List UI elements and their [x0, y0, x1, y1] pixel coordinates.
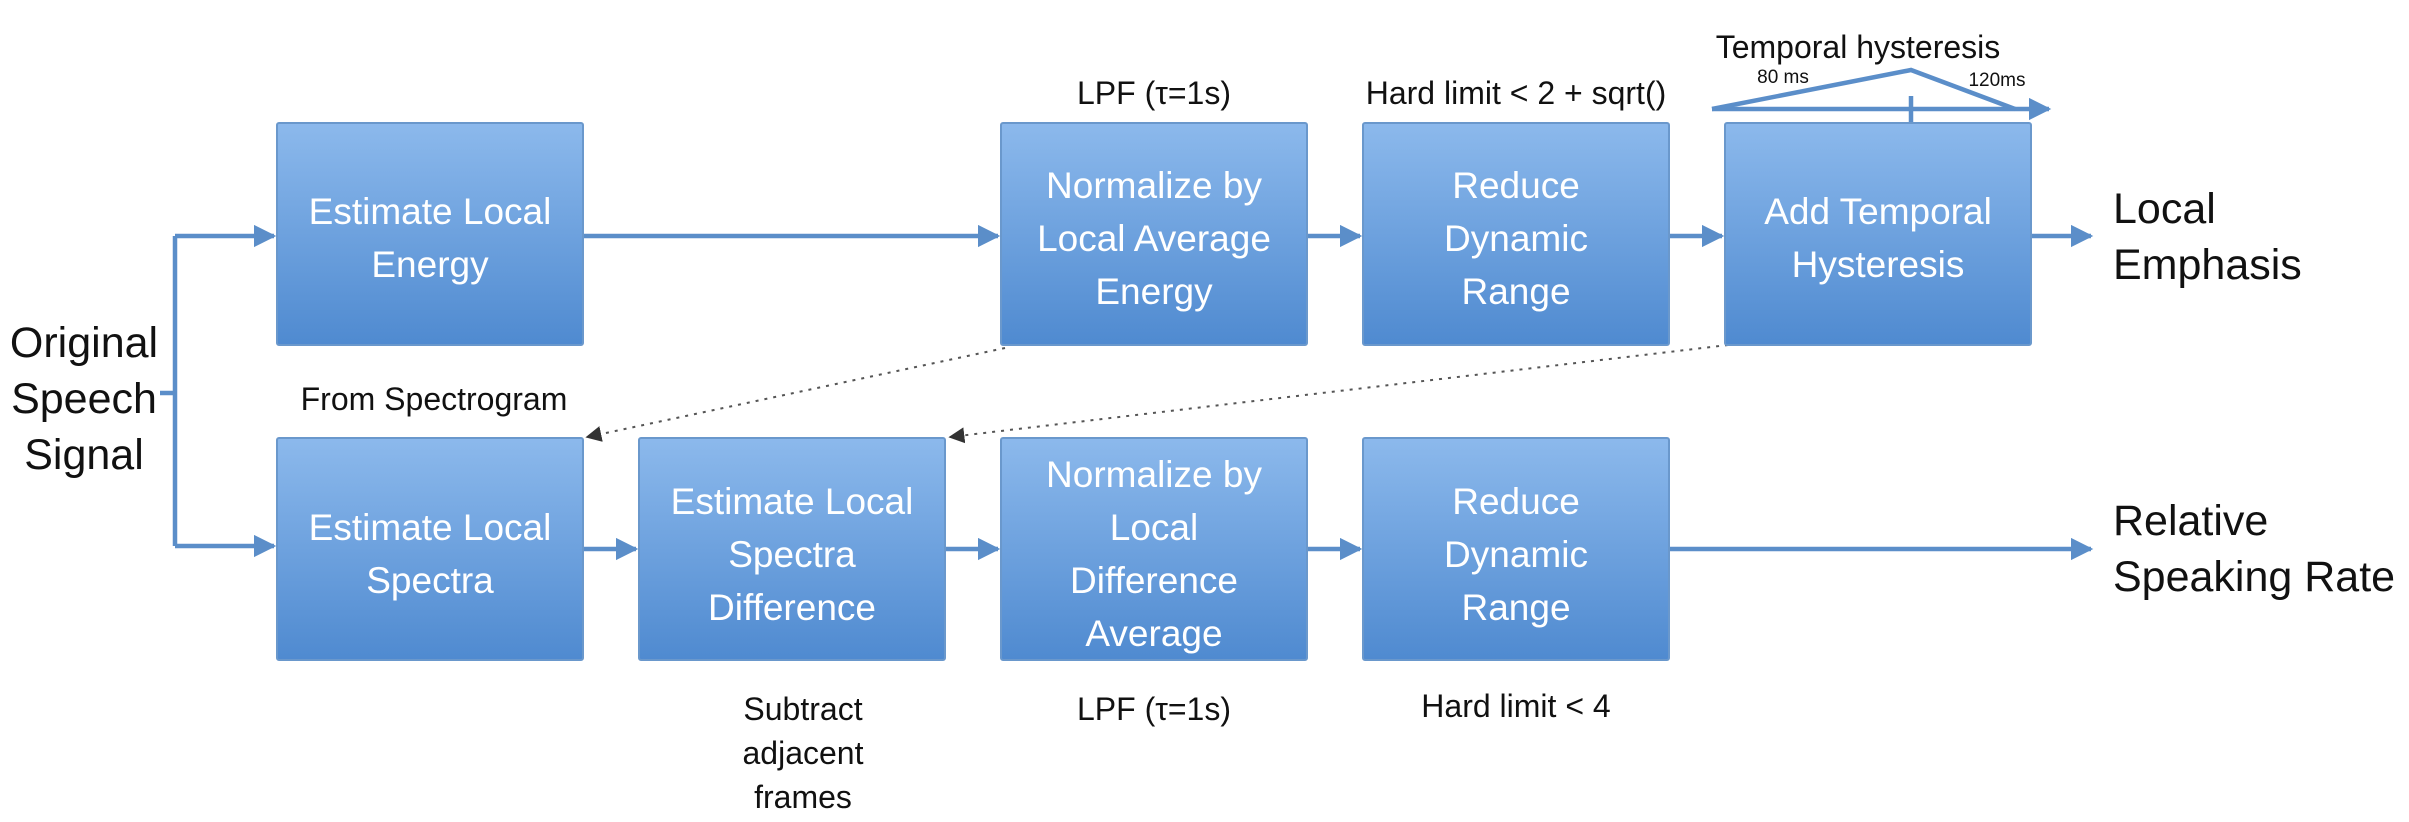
box-line: Local Average: [1037, 218, 1271, 259]
box-reduce-dynamic-range-top: Reduce Dynamic Range: [1362, 122, 1670, 346]
box-line: Spectra: [366, 560, 494, 601]
output-label-line: Relative: [2113, 497, 2268, 545]
box-line: Local: [1110, 507, 1198, 548]
box-add-temporal-hysteresis: Add Temporal Hysteresis: [1724, 122, 2032, 346]
output-label-line: Emphasis: [2113, 241, 2302, 289]
box-line: Estimate Local: [309, 507, 552, 548]
annotation-120ms: 120ms: [1968, 70, 2025, 91]
box-estimate-spectra-difference: Estimate Local Spectra Difference: [638, 437, 946, 661]
annotation-hard-limit-top: Hard limit < 2 + sqrt(): [1366, 75, 1667, 111]
box-normalize-local-difference-average: Normalize by Local Difference Average: [1000, 437, 1308, 661]
dotted-arrow-normalize-to-spectra: [585, 347, 1006, 442]
box-line: Reduce: [1452, 481, 1580, 522]
annotation-subtract-line: adjacent: [743, 735, 864, 771]
dotted-arrow-hysteresis-to-difference: [948, 344, 1729, 444]
box-normalize-local-average-energy: Normalize by Local Average Energy: [1000, 122, 1308, 346]
box-line: Average: [1085, 613, 1222, 654]
box-line: Add Temporal: [1764, 191, 1992, 232]
annotation-subtract-line: frames: [754, 779, 852, 815]
annotation-hard-limit-bottom: Hard limit < 4: [1421, 688, 1610, 724]
annotation-from-spectrogram: From Spectrogram: [301, 381, 568, 417]
input-label: Original Speech Signal: [10, 319, 158, 479]
input-label-line: Signal: [24, 431, 144, 479]
box-reduce-dynamic-range-bottom: Reduce Dynamic Range: [1362, 437, 1670, 661]
box-line: Dynamic: [1444, 218, 1588, 259]
temporal-hysteresis-sketch: [1711, 67, 2052, 122]
annotation-80ms: 80 ms: [1757, 67, 1809, 88]
box-estimate-local-energy: Estimate Local Energy: [276, 122, 584, 346]
box-line: Energy: [371, 244, 489, 285]
annotation-temporal-hysteresis: Temporal hysteresis: [1716, 29, 2001, 65]
box-line: Difference: [708, 587, 876, 628]
annotation-subtract-line: Subtract: [743, 691, 862, 727]
output-relative-speaking-rate: Relative Speaking Rate: [2113, 497, 2395, 601]
box-line: Range: [1461, 271, 1570, 312]
box-line: Spectra: [728, 534, 856, 575]
box-line: Estimate Local: [671, 481, 914, 522]
hysteresis-triangle: [1711, 67, 2016, 112]
box-line: Difference: [1070, 560, 1238, 601]
input-label-line: Speech: [11, 375, 157, 423]
box-line: Range: [1461, 587, 1570, 628]
output-label-line: Local: [2113, 185, 2216, 233]
box-line: Dynamic: [1444, 534, 1588, 575]
box-line: Energy: [1095, 271, 1213, 312]
output-label-line: Speaking Rate: [2113, 553, 2395, 601]
box-line: Estimate Local: [309, 191, 552, 232]
input-label-line: Original: [10, 319, 158, 367]
output-local-emphasis: Local Emphasis: [2113, 185, 2302, 289]
box-line: Normalize by: [1046, 165, 1262, 206]
box-line: Hysteresis: [1792, 244, 1965, 285]
annotation-lpf-bottom: LPF (τ=1s): [1077, 691, 1231, 727]
dotted-connectors: [585, 344, 1729, 444]
box-line: Normalize by: [1046, 454, 1262, 495]
box-estimate-local-spectra: Estimate Local Spectra: [276, 437, 584, 661]
annotation-lpf-top: LPF (τ=1s): [1077, 75, 1231, 111]
flow-arrows: [160, 224, 2094, 561]
box-line: Reduce: [1452, 165, 1580, 206]
